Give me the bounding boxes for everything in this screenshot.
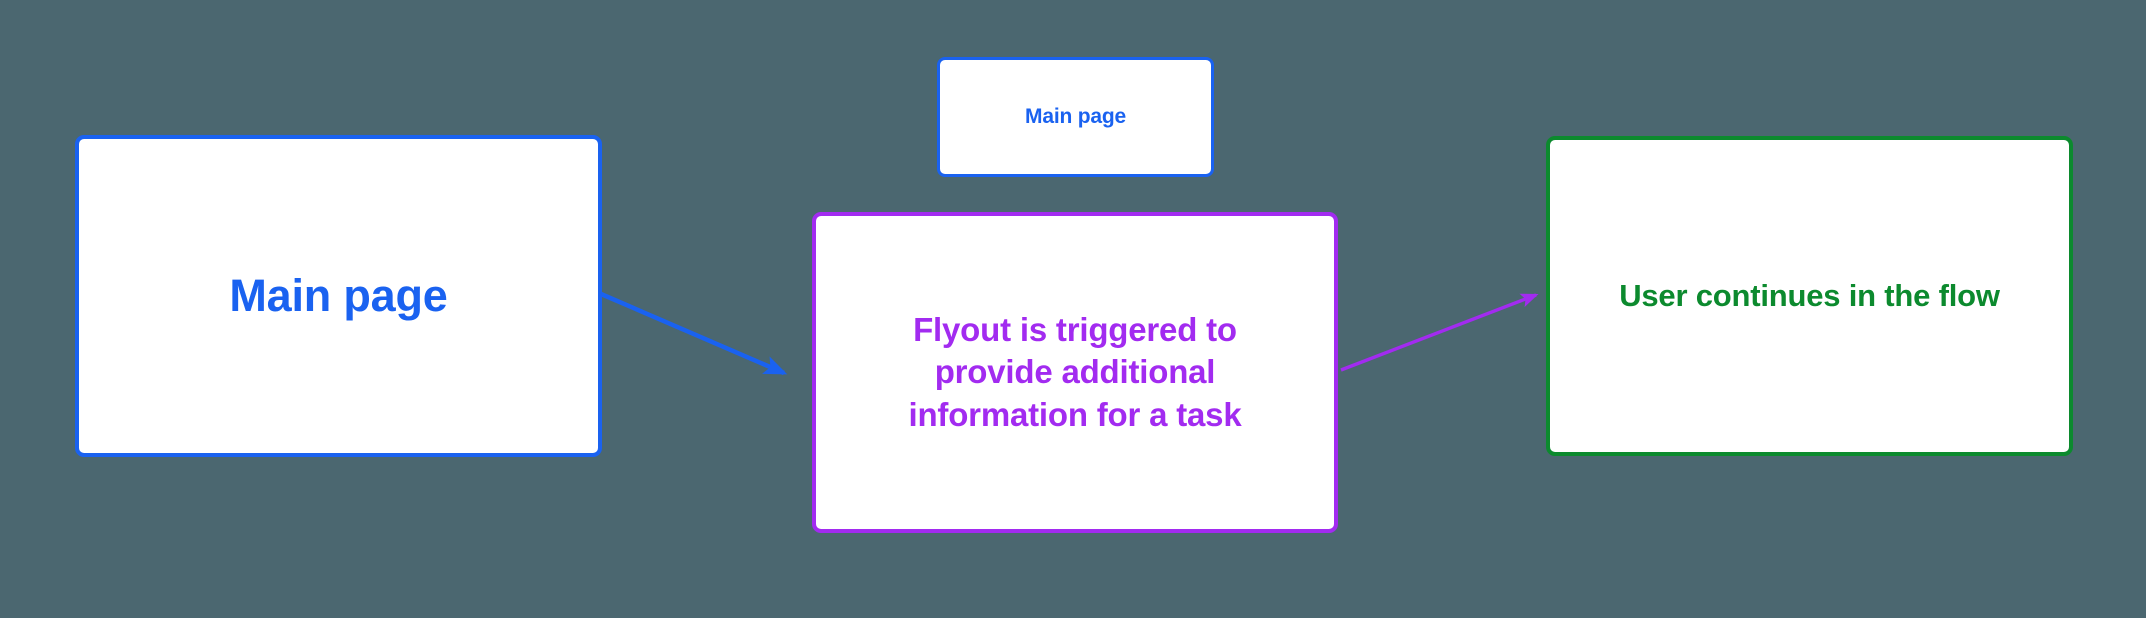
node-main-page-small-label: Main page (1025, 105, 1126, 129)
node-main-page-small[interactable]: Main page (937, 57, 1214, 177)
node-user-continues[interactable]: User continues in the flow (1546, 136, 2073, 456)
connector-main-page-to-flyout (600, 291, 788, 376)
connector-flyout-to-user-continues (1340, 293, 1539, 372)
node-flyout[interactable]: Flyout is triggered to provide additiona… (812, 212, 1338, 533)
node-main-page-large[interactable]: Main page (75, 135, 602, 457)
node-user-continues-label: User continues in the flow (1619, 278, 2000, 314)
node-flyout-label: Flyout is triggered to provide additiona… (908, 311, 1242, 433)
node-main-page-large-label: Main page (229, 269, 448, 321)
